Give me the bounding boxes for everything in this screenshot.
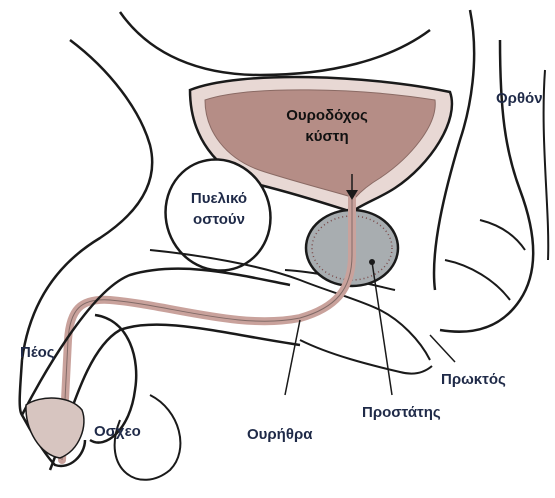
bladder-label-line1: Ουροδόχος <box>272 108 382 123</box>
rectum-fold <box>480 220 525 250</box>
glans-fill <box>26 398 84 458</box>
penis-upper-outline <box>20 269 290 415</box>
rectum-outer-wall <box>440 40 533 332</box>
scrotum-label: Οσχεο <box>94 424 141 439</box>
pelvic-bone-label: Πυελικό οστούν <box>174 191 264 227</box>
upper-body-outline <box>120 12 430 75</box>
anus-leader <box>430 335 455 362</box>
perineum-line <box>300 340 432 374</box>
pelvic-bone-label-line2: οστούν <box>174 212 264 227</box>
penis-lower-outline <box>50 325 300 470</box>
urethra-leader <box>285 320 300 395</box>
pelvic-bone-label-line1: Πυελικό <box>174 191 264 206</box>
penis-label: Πέος <box>20 345 55 360</box>
prostate-label: Προστάτης <box>362 405 441 420</box>
rectum-fold-2 <box>445 260 510 300</box>
bladder-label-line2: κύστη <box>272 129 382 144</box>
back-outline <box>434 10 474 290</box>
bladder-label: Ουροδόχος κύστη <box>272 108 382 144</box>
anus-label: Πρωκτός <box>441 372 506 387</box>
rectum-label: Ορθόν <box>496 91 543 106</box>
rectum-inner-wall <box>544 70 549 260</box>
prostate-leader <box>372 262 392 395</box>
urethra-label: Ουρήθρα <box>247 427 312 442</box>
